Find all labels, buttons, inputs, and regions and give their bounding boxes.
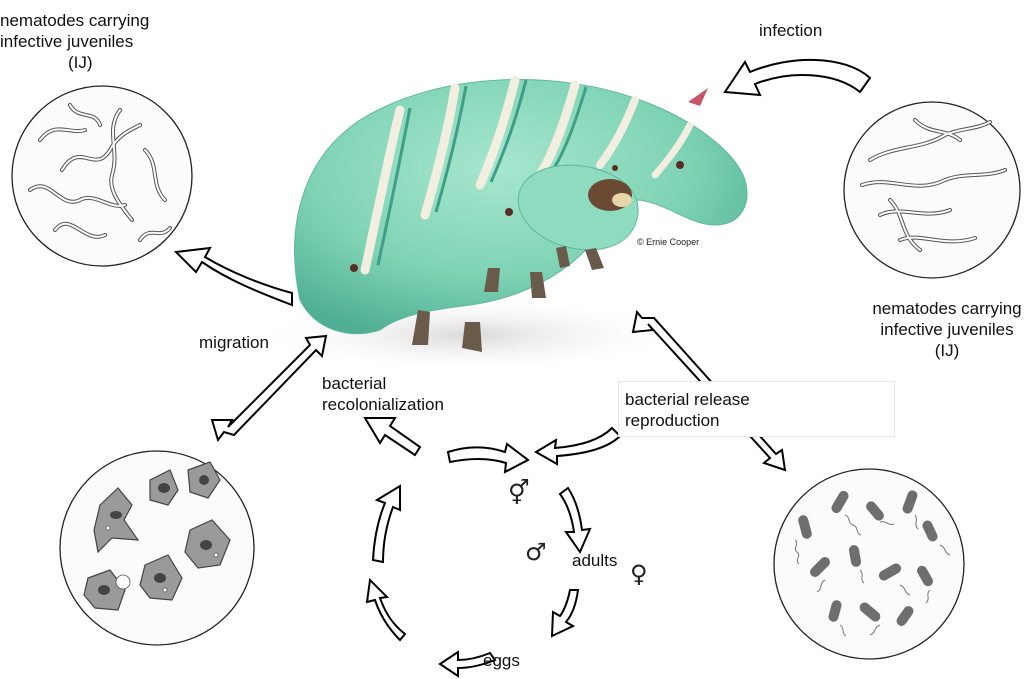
cycle-arrow-3: [552, 590, 578, 636]
nematodes-label-right-line2: infective juveniles: [858, 319, 1035, 340]
bacteria-circle: [774, 469, 964, 659]
cycle-arrow-6: [373, 486, 400, 562]
infection-arrow: [725, 60, 870, 95]
photo-credit: © Ernie Cooper: [637, 237, 699, 247]
release-label-line1: bacterial release: [625, 389, 750, 410]
adults-label: adults: [572, 550, 617, 571]
nematodes-label-left-line1: nematodes carrying: [0, 10, 149, 31]
cycle-arrow-5: [367, 580, 405, 640]
male-symbol: ♂: [525, 540, 547, 564]
caterpillar-photo: [250, 80, 747, 375]
migration-arrow: [176, 248, 292, 305]
release-label-line2: reproduction: [625, 410, 750, 431]
hermaphrodite-symbol: ⚥: [508, 481, 530, 505]
eggs-label: eggs: [483, 650, 520, 671]
female-symbol: ♀: [630, 562, 648, 586]
nematodes-label-left-line3: (IJ): [0, 52, 149, 73]
release-arrow: [536, 428, 620, 464]
recolonialization-arrow: [365, 418, 420, 455]
infection-label: infection: [759, 20, 822, 41]
hemocyte-circle: [60, 451, 254, 645]
nematodes-circle-right: [844, 102, 1020, 278]
release-label: bacterial release reproduction: [625, 389, 750, 431]
nematodes-label-right-line3: (IJ): [858, 340, 1035, 361]
recolonialization-label: bacterial recolonialization: [322, 373, 444, 415]
nematodes-label-right: nematodes carrying infective juveniles (…: [858, 298, 1035, 361]
cycle-arrow-2: [560, 488, 590, 552]
recolonialization-label-line1: bacterial: [322, 373, 444, 394]
nematodes-label-right-line1: nematodes carrying: [858, 298, 1035, 319]
migration-label: migration: [199, 332, 269, 353]
recolonialization-label-line2: recolonialization: [322, 394, 444, 415]
nematodes-circle-left: [12, 86, 192, 266]
nematodes-label-left: nematodes carrying infective juveniles (…: [0, 10, 149, 73]
cycle-arrow-1: [448, 444, 528, 472]
nematodes-label-left-line2: infective juveniles: [0, 31, 149, 52]
